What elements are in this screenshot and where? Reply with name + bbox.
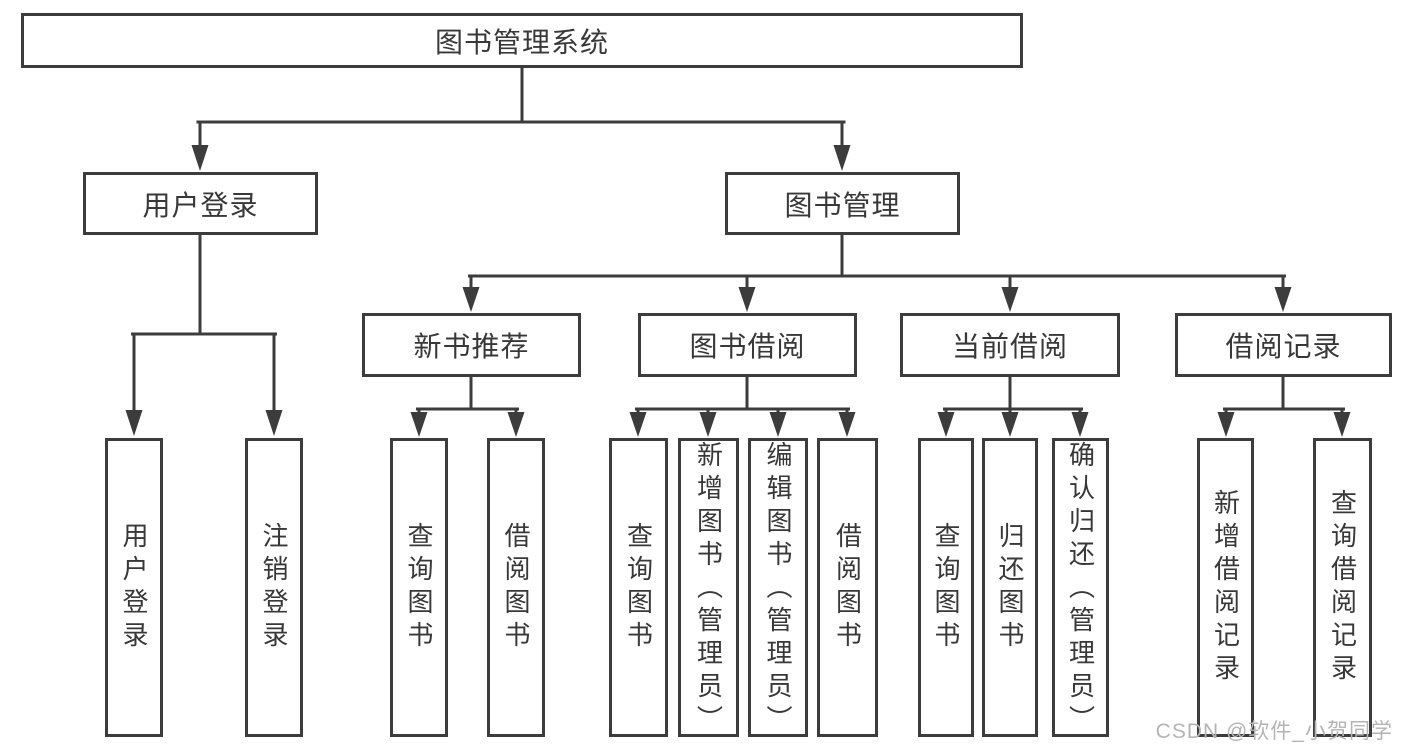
leaf-query-books-current: 查询图书: [918, 438, 974, 737]
connector-new-book-recommendation-to-leaves: [410, 374, 525, 437]
leaf-logout: 注销登录: [245, 438, 303, 737]
node-new-book-recommendation: 新书推荐: [362, 313, 581, 377]
connector-user-login-to-leaves: [125, 232, 283, 436]
node-book-management: 图书管理: [725, 172, 960, 235]
leaf-query-books-recommend: 查询图书: [390, 438, 448, 737]
node-current-borrowing: 当前借阅: [900, 313, 1120, 377]
connector-root-to-level2: [191, 65, 851, 171]
leaf-query-books-borrowing: 查询图书: [609, 438, 668, 737]
leaf-add-books-admin: 新增图书（管理员）: [678, 438, 739, 738]
connector-borrowing-records-to-leaves: [1217, 374, 1351, 437]
leaf-borrow-books-borrowing: 借阅图书: [817, 438, 878, 737]
connector-current-borrowing-to-leaves: [937, 374, 1089, 437]
leaf-user-login: 用户登录: [105, 438, 163, 737]
leaf-edit-books-admin: 编辑图书（管理员）: [748, 438, 808, 738]
leaf-add-borrow-record: 新增借阅记录: [1197, 438, 1254, 737]
connector-book-borrowing-to-leaves: [629, 374, 856, 437]
connector-book-management-to-level3: [462, 232, 1292, 312]
leaf-query-borrow-record: 查询借阅记录: [1313, 438, 1372, 737]
leaf-return-books: 归还图书: [982, 438, 1038, 737]
node-borrowing-records: 借阅记录: [1175, 313, 1392, 377]
leaf-borrow-books-recommend: 借阅图书: [487, 438, 545, 737]
node-user-login: 用户登录: [83, 172, 318, 235]
node-library-management-system: 图书管理系统: [21, 13, 1023, 68]
leaf-confirm-return-admin: 确认归还（管理员）: [1052, 438, 1109, 738]
node-book-borrowing: 图书借阅: [638, 313, 857, 377]
watermark-text: CSDN @软件_小贺同学: [1155, 720, 1393, 743]
